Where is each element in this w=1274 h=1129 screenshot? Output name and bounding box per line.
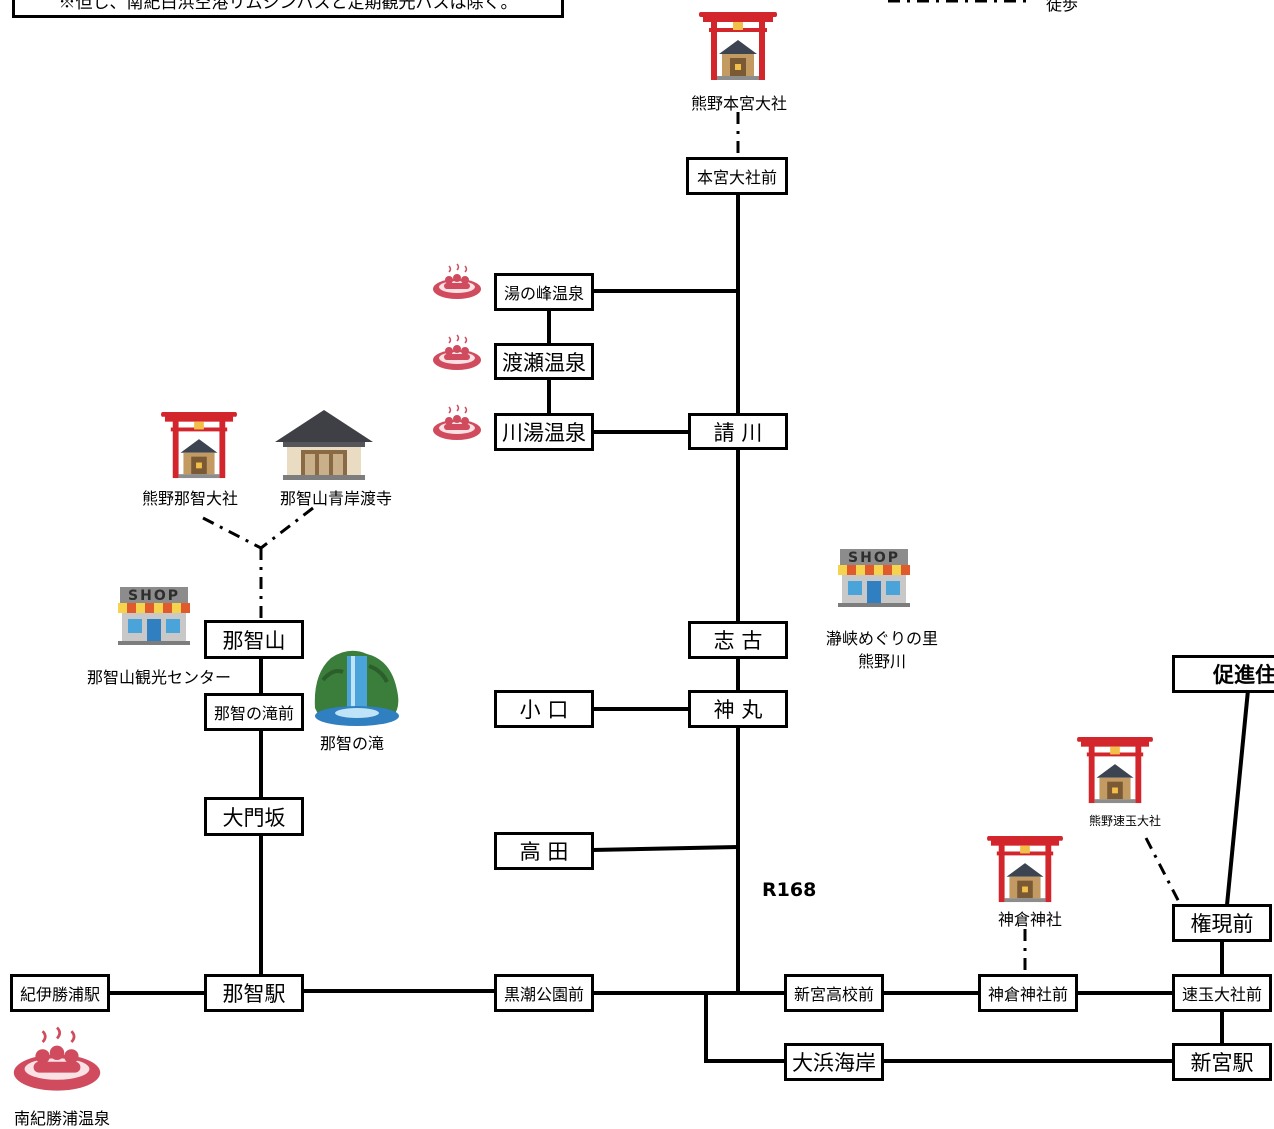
stop-takada[interactable]: 高 田 (494, 832, 594, 870)
hot-spring-icon (432, 404, 482, 441)
label-kumanogawa: 熊野川 (857, 652, 906, 671)
legend-walk-line (888, 0, 1028, 3)
notice-box: ※但し、南紀白浜空港リムジンバスと定期観光バスは除く。 (12, 0, 564, 18)
stop-kuroshio[interactable]: 黒潮公園前 (494, 974, 594, 1012)
shrine-icon (161, 411, 237, 479)
stop-koguchi[interactable]: 小 口 (494, 690, 594, 728)
stop-kii-katsuura[interactable]: 紀伊勝浦駅 (10, 974, 110, 1012)
hot-spring-icon (12, 1026, 102, 1092)
shrine-icon (987, 835, 1063, 903)
stop-ohama[interactable]: 大浜海岸 (784, 1043, 884, 1081)
label-kamikura-jinja: 神倉神社 (997, 910, 1062, 929)
shop-icon (838, 549, 910, 607)
temple-icon (275, 410, 373, 480)
label-seigantoji: 那智山青岸渡寺 (279, 489, 392, 508)
stop-nachisan[interactable]: 那智山 (204, 620, 304, 659)
stop-sokushin[interactable]: 促進住 (1172, 655, 1274, 693)
stop-kamikura-mae[interactable]: 神倉神社前 (978, 974, 1078, 1012)
stop-shingu-koko[interactable]: 新宮高校前 (784, 974, 884, 1012)
shrine-icon (1077, 736, 1153, 804)
label-nachi-taisha: 熊野那智大社 (141, 489, 238, 508)
label-nanki-onsen: 南紀勝浦温泉 (13, 1109, 110, 1128)
stop-yunomine[interactable]: 湯の峰温泉 (494, 273, 594, 311)
stop-shiko[interactable]: 志 古 (688, 621, 788, 659)
stop-kawayu[interactable]: 川湯温泉 (494, 413, 594, 451)
notice-text: ※但し、南紀白浜空港リムジンバスと定期観光バスは除く。 (58, 0, 518, 13)
legend-walk-label: 徒歩 (1046, 0, 1079, 14)
label-hongu-taisha: 熊野本宮大社 (690, 94, 787, 113)
hot-spring-icon (432, 263, 482, 300)
stop-watarase[interactable]: 渡瀬温泉 (494, 343, 594, 380)
label-nachi-no-taki: 那智の滝 (319, 734, 384, 753)
stop-hongu-taisha-mae[interactable]: 本宮大社前 (686, 157, 788, 195)
label-dorokyo: 瀞峡めぐりの里 (825, 629, 938, 648)
hot-spring-icon (432, 334, 482, 371)
shrine-icon (699, 12, 777, 80)
stop-hayatama-mae[interactable]: 速玉大社前 (1172, 974, 1272, 1012)
label-kanko-center: 那智山観光センター (86, 668, 231, 687)
road-label: R168 (762, 879, 817, 901)
stop-gongen-mae[interactable]: 権現前 (1172, 904, 1272, 942)
stop-komaru[interactable]: 神 丸 (688, 690, 788, 728)
shop-icon (118, 587, 190, 645)
stop-nachi-eki[interactable]: 那智駅 (204, 974, 304, 1012)
stop-shingu-eki[interactable]: 新宮駅 (1172, 1043, 1272, 1081)
waterfall-icon (314, 650, 399, 726)
stop-daimonzaka[interactable]: 大門坂 (204, 797, 304, 836)
label-hayatama-taisha: 熊野速玉大社 (1088, 814, 1161, 828)
stop-ukegawa[interactable]: 請 川 (688, 413, 788, 450)
stop-nachi-no-taki-mae[interactable]: 那智の滝前 (204, 693, 304, 731)
